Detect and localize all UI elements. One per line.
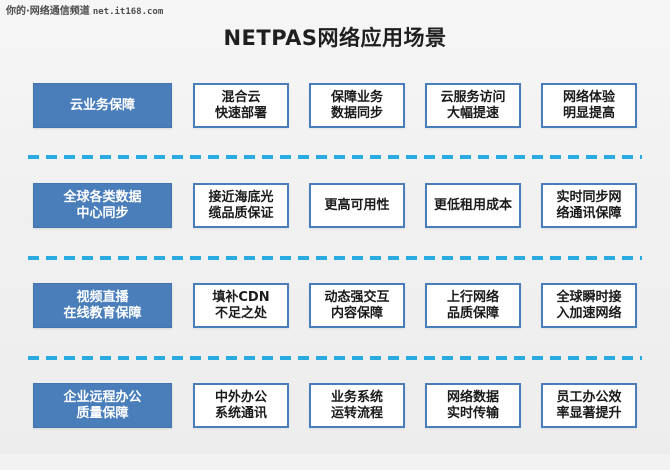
scenario-item[interactable]: 保障业务 数据同步 xyxy=(309,83,405,128)
scenario-item[interactable]: 云服务访问 大幅提速 xyxy=(425,83,521,128)
watermark-channel: 你的·网络通信频道 xyxy=(6,6,90,17)
scenario-row: 企业远程办公 质量保障 中外办公 系统通讯 业务系统 运转流程 网络数据 实时传… xyxy=(0,370,670,470)
scenario-item[interactable]: 全球瞬时接 入加速网络 xyxy=(541,283,637,328)
scenario-item-label: 员工办公效 率显著提升 xyxy=(556,389,622,421)
scenario-item[interactable]: 上行网络 品质保障 xyxy=(425,283,521,328)
scenario-item-label: 填补CDN 不足之处 xyxy=(212,289,270,321)
row-divider xyxy=(28,155,642,159)
scenario-row: 全球各类数据 中心同步 接近海底光 缆品质保证 更高可用性 更低租用成本 实时同… xyxy=(0,170,670,270)
row-header-cell[interactable]: 视频直播 在线教育保障 xyxy=(33,283,172,328)
scenario-item-label: 上行网络 品质保障 xyxy=(446,289,499,321)
scenario-row: 视频直播 在线教育保障 填补CDN 不足之处 动态强交互 内容保障 上行网络 品… xyxy=(0,270,670,370)
scenario-item[interactable]: 更低租用成本 xyxy=(425,183,521,228)
row-divider xyxy=(28,256,642,260)
row-header-label: 全球各类数据 中心同步 xyxy=(63,189,142,221)
slide-content: NETPAS网络应用场景 云业务保障 混合云 快速部署 保障业务 数据同步 云服… xyxy=(28,26,642,428)
watermark-url: net.it168.com xyxy=(92,7,164,17)
scenario-item[interactable]: 员工办公效 率显著提升 xyxy=(541,383,637,428)
scenario-item[interactable]: 网络数据 实时传输 xyxy=(425,383,521,428)
scenario-row: 云业务保障 混合云 快速部署 保障业务 数据同步 云服务访问 大幅提速 网络体验… xyxy=(0,70,670,170)
row-header-label: 企业远程办公 质量保障 xyxy=(63,389,142,421)
scenario-item[interactable]: 混合云 快速部署 xyxy=(193,83,289,128)
scenario-item-label: 中外办公 系统通讯 xyxy=(214,389,267,421)
scenario-item[interactable]: 实时同步网 络通讯保障 xyxy=(541,183,637,228)
scenario-item-label: 云服务访问 大幅提速 xyxy=(440,89,506,121)
scenario-item[interactable]: 网络体验 明显提高 xyxy=(541,83,637,128)
scenario-item[interactable]: 接近海底光 缆品质保证 xyxy=(193,183,289,228)
scenario-item-label: 网络体验 明显提高 xyxy=(562,89,615,121)
row-header-label: 视频直播 在线教育保障 xyxy=(63,289,142,321)
row-divider xyxy=(28,356,642,360)
scenario-item-label: 实时同步网 络通讯保障 xyxy=(556,189,622,221)
scenario-item-label: 业务系统 运转流程 xyxy=(330,389,383,421)
scenario-item-label: 全球瞬时接 入加速网络 xyxy=(556,289,622,321)
scenario-item-label: 更高可用性 xyxy=(324,197,390,213)
scenario-item-label: 接近海底光 缆品质保证 xyxy=(208,189,274,221)
scenario-item-label: 保障业务 数据同步 xyxy=(330,89,383,121)
row-header-cell[interactable]: 云业务保障 xyxy=(33,83,172,128)
page-title: NETPAS网络应用场景 xyxy=(223,26,447,50)
scenario-item-label: 动态强交互 内容保障 xyxy=(324,289,390,321)
row-header-label: 云业务保障 xyxy=(69,97,135,113)
scenario-item[interactable]: 动态强交互 内容保障 xyxy=(309,283,405,328)
scenario-item-label: 混合云 快速部署 xyxy=(214,89,267,121)
scenario-item-label: 网络数据 实时传输 xyxy=(446,389,499,421)
row-header-cell[interactable]: 企业远程办公 质量保障 xyxy=(33,383,172,428)
scenario-item[interactable]: 填补CDN 不足之处 xyxy=(193,283,289,328)
scenario-item[interactable]: 业务系统 运转流程 xyxy=(309,383,405,428)
scenario-rows: 云业务保障 混合云 快速部署 保障业务 数据同步 云服务访问 大幅提速 网络体验… xyxy=(0,70,670,470)
scenario-item[interactable]: 中外办公 系统通讯 xyxy=(193,383,289,428)
scenario-item-label: 更低租用成本 xyxy=(433,197,512,213)
scenario-item[interactable]: 更高可用性 xyxy=(309,183,405,228)
row-header-cell[interactable]: 全球各类数据 中心同步 xyxy=(33,183,172,228)
